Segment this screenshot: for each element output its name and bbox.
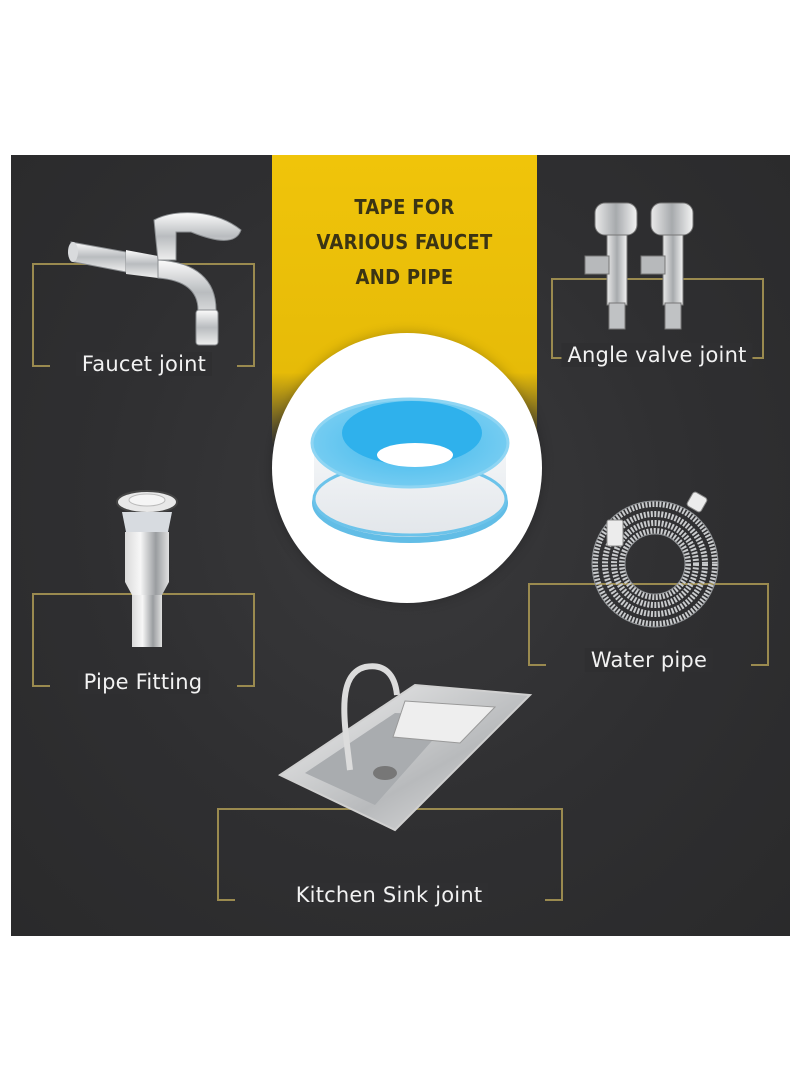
water-pipe-label: Water pipe xyxy=(584,648,714,672)
hose-icon xyxy=(591,491,719,628)
pipe-fitting-label: Pipe Fitting xyxy=(77,670,209,694)
angle-valve-icon xyxy=(584,202,694,330)
faucet-icon xyxy=(68,212,242,346)
headline-line-3: AND PIPE xyxy=(355,265,454,289)
headline-line-2: VARIOUS FAUCET xyxy=(316,230,493,254)
kitchen-sink-icon xyxy=(277,663,533,832)
pipe-fitting-icon xyxy=(116,490,178,647)
kitchen-sink-joint-label: Kitchen Sink joint xyxy=(289,883,489,907)
angle-valve-joint-bracket xyxy=(551,278,764,359)
headline: TAPE FOR VARIOUS FAUCET AND PIPE xyxy=(272,190,537,295)
faucet-joint-label: Faucet joint xyxy=(75,352,213,376)
tape-roll-icon xyxy=(310,397,510,543)
angle-valve-joint-label: Angle valve joint xyxy=(561,343,753,367)
water-pipe-bracket xyxy=(528,583,769,666)
headline-line-1: TAPE FOR xyxy=(354,195,455,219)
